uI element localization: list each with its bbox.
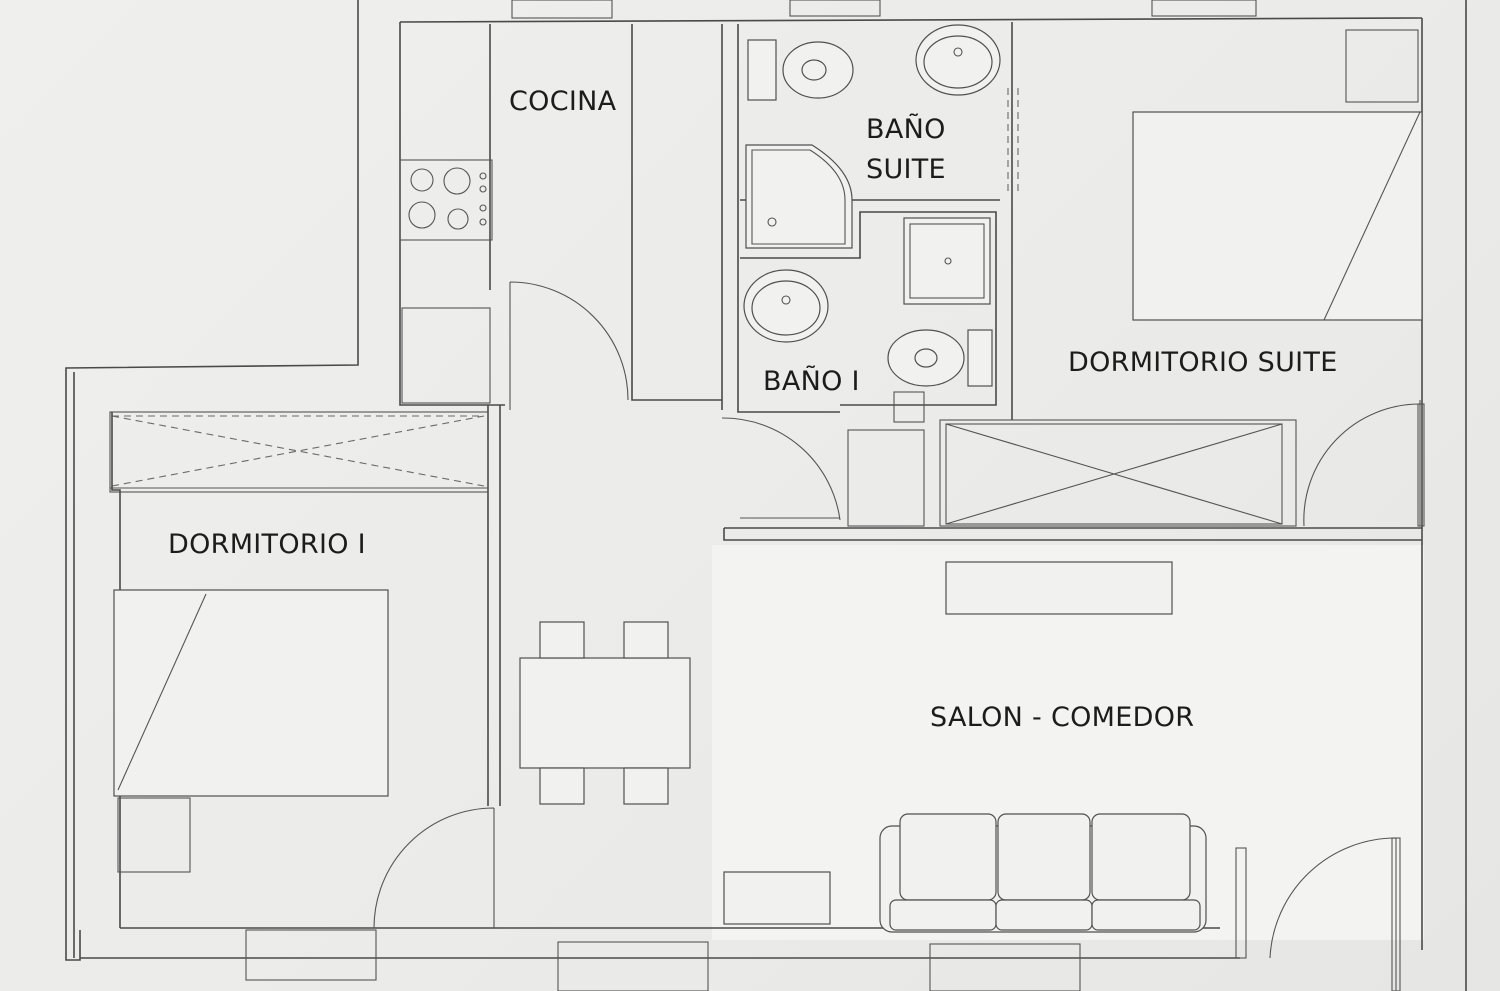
label-cocina: COCINA: [509, 86, 617, 117]
label-dormitorio-i: DORMITORIO I: [168, 529, 366, 560]
label-bano-suite-line2: SUITE: [866, 154, 946, 185]
bathroom-walls: [721, 22, 1019, 527]
bedroom-one: [109, 405, 501, 929]
suite-bedroom: [939, 29, 1425, 527]
label-salon-comedor: SALON - COMEDOR: [930, 702, 1195, 733]
suite-partition: [723, 528, 1422, 541]
label-dormitorio-suite: DORMITORIO SUITE: [1068, 347, 1338, 378]
outer-walls: [65, 0, 1467, 991]
living-room: [723, 561, 1401, 991]
label-bano-suite-line1: BAÑO: [866, 114, 946, 145]
label-bano-i: BAÑO I: [763, 366, 860, 397]
kitchen-walls: [399, 22, 723, 410]
dining-table: [519, 621, 691, 805]
